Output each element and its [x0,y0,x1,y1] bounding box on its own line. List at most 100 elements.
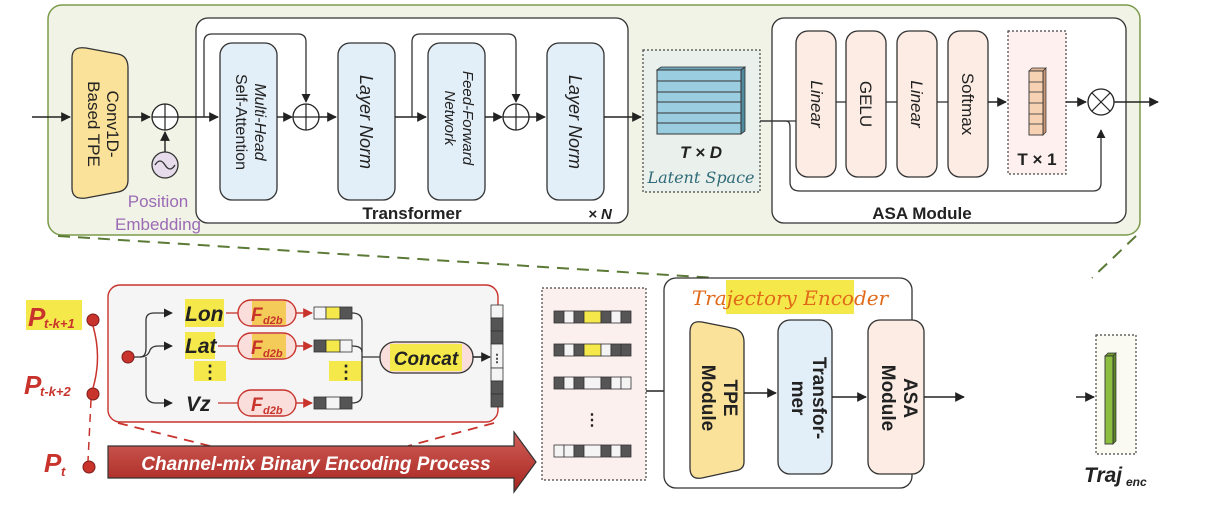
binary-code-lon [313,306,353,320]
binary-cell [583,444,602,458]
encoder-asa-label-2: Module [877,365,898,432]
encoder-asa-label-1: ASA [899,378,920,418]
binary-cell [573,444,585,458]
fd2b-main: F [251,395,264,416]
tpe-module-label-2: Module [697,365,718,432]
position-embedding-label-1: Position [128,192,188,211]
binary-cell [553,343,565,357]
binary-cell [620,444,632,458]
fd2b-sub: d2b [263,315,283,327]
residual-skip-2 [411,33,521,117]
latent-dims-label: T × D [680,143,722,162]
matrix-row-ellipsis: ⋮ [584,412,600,429]
asa-softmax-block: Softmax [947,30,989,178]
latent-space-caption: Latent Space [646,168,754,187]
ffn-block: Feed-Forward Network [427,42,486,201]
binary-cell [553,376,565,390]
binary-code-lat [313,339,353,353]
code-ellipsis-highlight [329,361,362,381]
binary-cell [610,444,622,458]
binary-cell [610,376,622,390]
encoded-matrix-rows [553,310,632,458]
output-label-main: Traj [1084,464,1123,487]
output-label-sub: enc [1126,475,1147,489]
channel-lon-label: Lon [185,303,223,326]
concatenated-vector-icon: ⋮ [490,304,504,408]
encoder-title-highlight [726,280,854,314]
weights-dims-label: T × 1 [1017,150,1056,169]
binary-matrix-row [553,376,632,390]
asa-linear-2-label: Linear [907,80,926,129]
encoder-transformer-label-1: Transfor- [808,357,829,439]
tpe-module-block: TPE Module [689,321,745,479]
binary-cell [553,310,565,324]
binary-cell [563,310,575,324]
binary-cell [563,343,575,357]
split-dot [121,350,135,364]
lat-highlight [185,332,215,359]
fd2b-sub: d2b [263,348,283,360]
asa-linear-2-block: Linear [896,30,938,178]
binary-cell [573,310,585,324]
layer-norm-1-label: Layer Norm [356,75,376,169]
fd2b-main: F [251,305,264,326]
binary-cell [563,444,575,458]
binary-cell [553,444,565,458]
transformer-repeat-label: × N [588,206,613,223]
merge-bracket [351,312,363,404]
layer-norm-1-block: Layer Norm [337,42,396,201]
channel-ellipsis: ⋮ [201,362,219,382]
multiply-operator-icon [1087,88,1115,116]
output-vector-icon [1104,352,1117,445]
point-3-sub: t [61,464,66,479]
binary-cell [600,444,612,458]
weights-vector-icon [1028,67,1047,136]
asa-skip-connection [760,120,1106,192]
concat-block: Concat [379,341,474,374]
asa-module-title: ASA Module [872,204,971,223]
channel-vz-label: Vz [186,393,211,416]
point-link-dashed [87,399,92,462]
binary-cell [610,343,622,357]
lon-highlight [185,299,224,327]
red-zoom-connector-left [117,422,211,447]
svg-text:⋮: ⋮ [492,353,503,365]
asa-softmax-label: Softmax [958,73,977,136]
point-2-dot [86,387,100,401]
transformer-block: Transformer × N [195,17,629,224]
point-link-solid [92,325,99,389]
latent-tensor-icon [655,66,747,135]
encoder-transformer-block: Transfor- mer [777,319,833,475]
attention-weights-block: T × 1 [1007,30,1067,175]
point-3-main: P [44,448,62,478]
layer-norm-2-block: Layer Norm [546,42,605,201]
encoder-title: Trajectory Encoder [692,286,890,310]
concat-label: Concat [394,349,459,370]
point-1-dot [86,313,100,327]
fd2b-sub: d2b [263,405,283,417]
asa-linear-1-block: Linear [795,30,837,178]
code-ellipsis: ⋮ [337,362,355,382]
red-zoom-connector-right [407,422,495,447]
binary-cell [600,376,612,390]
residual-skip-1 [203,33,311,117]
binary-matrix-row [553,343,632,357]
trajectory-points: P t-k+1 P t-k+2 P t [24,300,100,479]
fd2b-block-lon: F d2b [226,299,313,327]
transformer-title: Transformer [362,204,462,223]
binary-cell [600,343,612,357]
binary-cell [573,376,585,390]
fd2b-main: F [251,338,264,359]
point-2-sub: t-k+2 [40,384,71,399]
binary-code-vz [313,396,353,410]
mhsa-block: Multi-Head Self-Attention [219,42,278,201]
add-operator-icon [151,103,179,131]
ffn-label-1: Feed-Forward [459,71,476,166]
asa-linear-1-label: Linear [807,80,826,129]
channel-mix-encoding-box: Lon Lat ⋮ Vz F d2b F d2b F d2b [107,284,504,423]
layer-norm-2-label: Layer Norm [565,75,585,169]
point-1-sub: t-k+1 [44,316,75,331]
conv1d-label-1: Conv1D- [103,90,122,157]
binary-matrix-row [553,444,632,458]
fd2b-block-vz: F d2b [218,389,313,417]
